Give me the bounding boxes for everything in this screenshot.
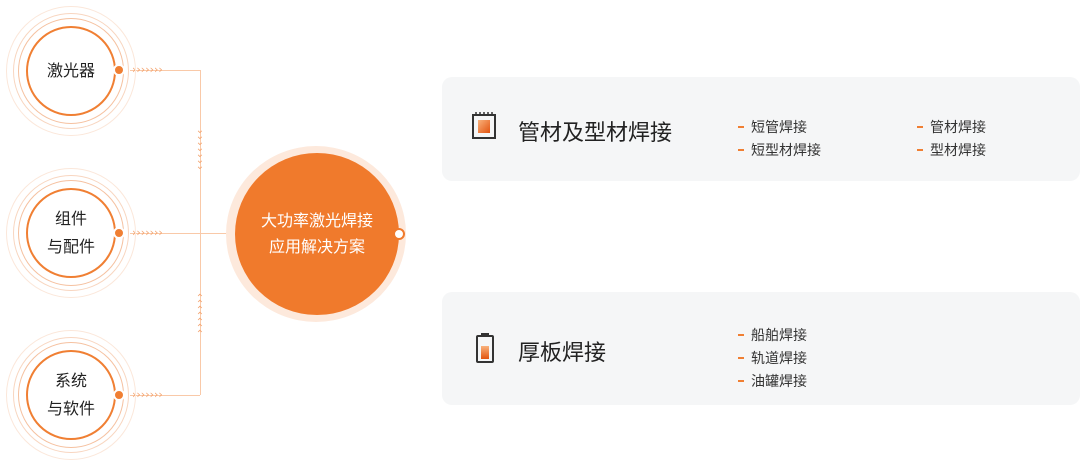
node-ring bbox=[13, 337, 129, 453]
bullet-marker bbox=[738, 334, 744, 336]
battery-icon bbox=[476, 333, 494, 363]
center-node: 大功率激光焊接 应用解决方案 bbox=[235, 153, 399, 315]
arrow-chevrons-down: ⌄⌄⌄⌄⌄⌄⌄ bbox=[195, 125, 205, 172]
connector-line-middle bbox=[130, 233, 238, 234]
arrow-chevrons-middle: ››››››› bbox=[132, 226, 163, 239]
node-connector-dot bbox=[113, 64, 125, 76]
node-connector-dot bbox=[113, 389, 125, 401]
panel-title: 厚板焊接 bbox=[518, 341, 607, 366]
node-circle: 系统 与软件 bbox=[26, 350, 116, 440]
node-circle: 组件 与配件 bbox=[26, 188, 116, 278]
list-item: 短管焊接 bbox=[738, 117, 807, 137]
node-ring bbox=[6, 330, 136, 460]
connector-line-vertical bbox=[200, 70, 201, 395]
input-node-components: 组件 与配件 bbox=[6, 168, 136, 298]
node-ring bbox=[13, 13, 129, 129]
panel-title: 管材及型材焊接 bbox=[518, 121, 673, 146]
node-ring bbox=[6, 168, 136, 298]
node-label: 与配件 bbox=[46, 237, 95, 256]
list-item-label: 油罐焊接 bbox=[751, 374, 807, 390]
tube-icon bbox=[472, 112, 496, 139]
node-label: 组件 bbox=[54, 209, 87, 228]
node-connector-dot bbox=[113, 227, 125, 239]
bullet-marker bbox=[917, 126, 923, 128]
panel-thick-plate-welding: 厚板焊接 船舶焊接 轨道焊接 油罐焊接 bbox=[442, 292, 1080, 405]
node-ring bbox=[13, 175, 129, 291]
list-item-label: 轨道焊接 bbox=[751, 351, 807, 367]
bullet-marker bbox=[738, 357, 744, 359]
list-item: 短型材焊接 bbox=[738, 140, 821, 160]
center-label-line2: 应用解决方案 bbox=[268, 237, 365, 256]
arrow-chevrons-bottom: ››››››› bbox=[132, 388, 163, 401]
panel-tube-profile-welding: 管材及型材焊接 短管焊接 短型材焊接 管材焊接 型材焊接 bbox=[442, 77, 1080, 181]
arrow-chevrons-top: ››››››› bbox=[132, 63, 163, 76]
input-node-laser: 激光器 bbox=[6, 6, 136, 136]
list-item-label: 短管焊接 bbox=[751, 120, 807, 136]
node-label: 系统 bbox=[54, 371, 87, 390]
bullet-marker bbox=[738, 380, 744, 382]
connector-line-top bbox=[130, 70, 200, 71]
list-item-label: 型材焊接 bbox=[930, 143, 986, 159]
node-label: 激光器 bbox=[46, 61, 95, 80]
arrow-chevrons-up: ⌃⌃⌃⌃⌃⌃⌃ bbox=[195, 293, 205, 340]
list-item: 型材焊接 bbox=[917, 140, 986, 160]
node-circle: 激光器 bbox=[26, 26, 116, 116]
list-item: 船舶焊接 bbox=[738, 325, 807, 345]
list-item-label: 短型材焊接 bbox=[751, 143, 821, 159]
list-item-label: 管材焊接 bbox=[930, 120, 986, 136]
list-item: 管材焊接 bbox=[917, 117, 986, 137]
bullet-marker bbox=[738, 149, 744, 151]
node-label: 与软件 bbox=[46, 399, 95, 418]
center-connector-dot bbox=[393, 228, 405, 240]
node-ring bbox=[6, 6, 136, 136]
connector-line-bottom bbox=[130, 395, 200, 396]
center-label-line1: 大功率激光焊接 bbox=[260, 211, 373, 230]
list-item: 油罐焊接 bbox=[738, 371, 807, 391]
list-item: 轨道焊接 bbox=[738, 348, 807, 368]
list-item-label: 船舶焊接 bbox=[751, 328, 807, 344]
bullet-marker bbox=[917, 149, 923, 151]
bullet-marker bbox=[738, 126, 744, 128]
